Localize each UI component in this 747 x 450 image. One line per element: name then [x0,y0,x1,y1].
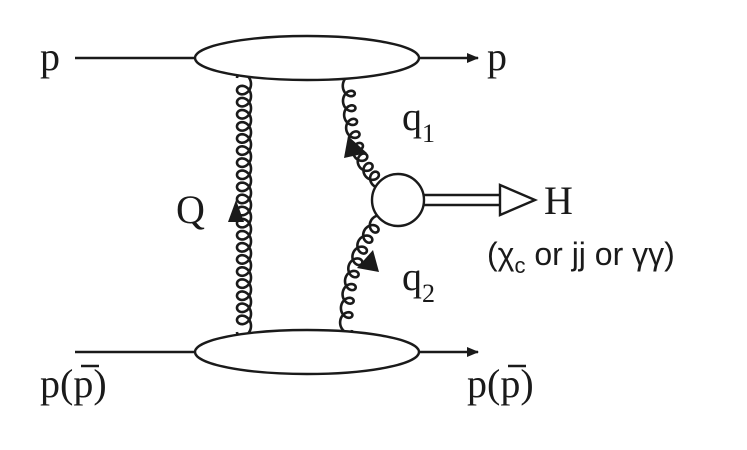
lower-gluon-arrow [357,250,379,272]
higgs-arrow-icon [498,183,539,217]
bottom-right-p: p( [467,361,500,406]
exchange-gluon-label: Q [176,187,205,232]
decay-chi: χ [498,236,515,272]
upper-gluon-arrow [344,136,367,158]
lower-gluon-q2 [338,214,387,334]
lower-gluon-subscript: 2 [422,279,435,308]
bottom-right-pbar: p [500,361,520,406]
bottom-left-proton-label: p(p) [40,361,107,406]
top-right-proton-label: p [487,34,507,79]
top-proton-blob [193,34,421,82]
exchange-gluon-Q [235,72,253,338]
upper-gluon-q: q [402,94,422,139]
lower-gluon-label: q2 [402,254,435,308]
production-vertex-circle [370,172,426,228]
decay-rest: or jj or γγ) [525,236,674,272]
upper-gluon-label: q1 [402,94,435,148]
higgs-decay-modes: (χc or jj or γγ) [487,236,675,278]
bottom-right-proton-label: p(p) [467,361,534,406]
decay-open-paren: ( [487,236,498,272]
upper-gluon-subscript: 1 [422,119,435,148]
top-left-proton-label: p [40,34,60,79]
bottom-proton-blob [193,328,421,376]
bottom-right-close: ) [520,361,533,406]
decay-chi-subscript: c [514,253,525,278]
bottom-left-p: p( [40,361,73,406]
upper-gluon-q1 [341,74,388,190]
lower-gluon-q: q [402,254,422,299]
exchange-gluon-arrow [228,200,244,222]
bottom-left-pbar: p [73,361,93,406]
higgs-label: H [544,178,573,223]
bottom-left-close: ) [93,361,106,406]
